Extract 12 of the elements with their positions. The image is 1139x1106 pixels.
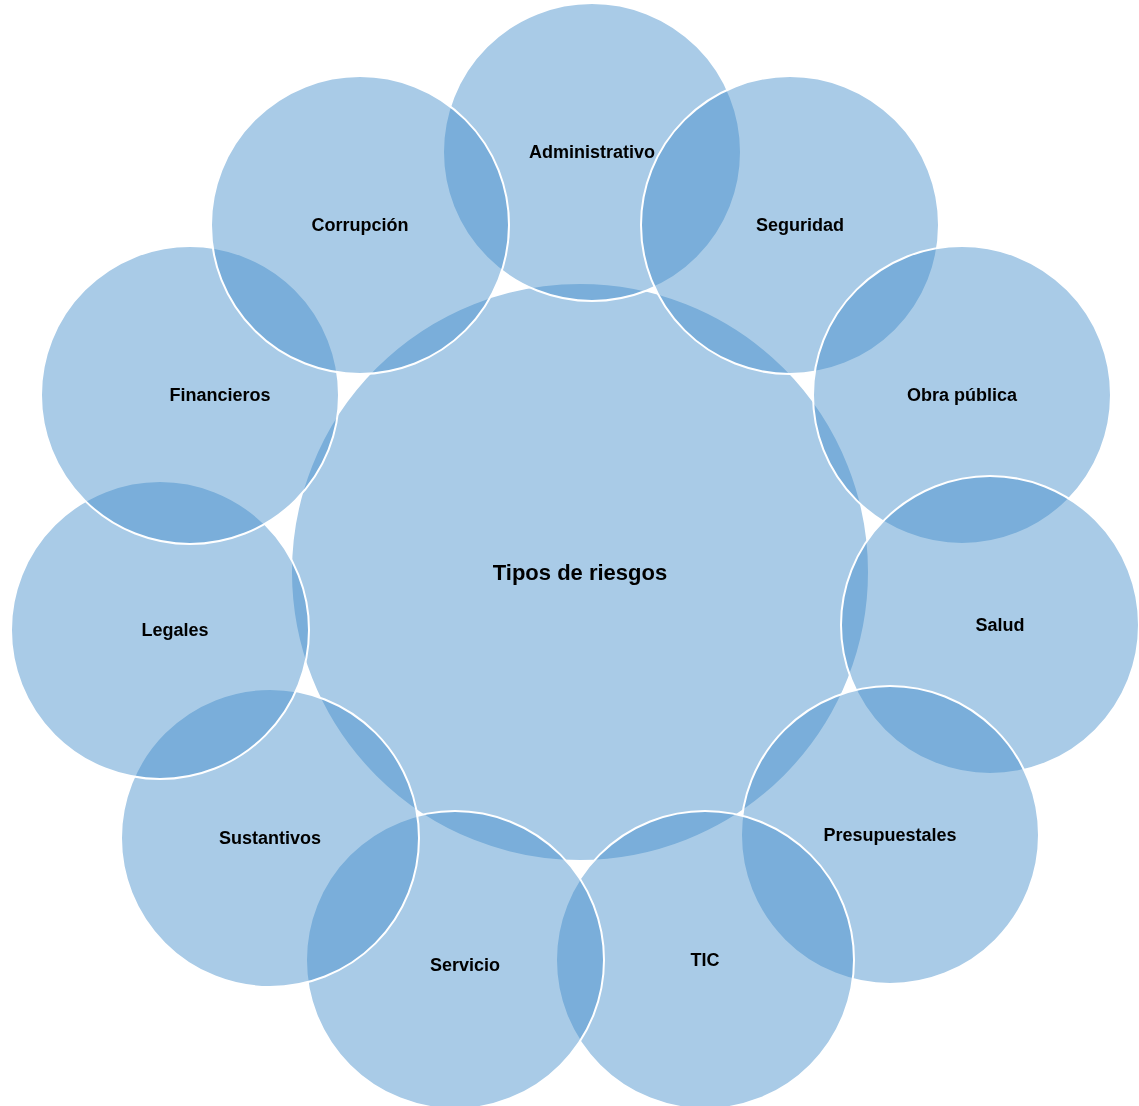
circle-label: Servicio — [429, 953, 500, 977]
circle-label: Legales — [141, 618, 209, 642]
circle-label: Obra pública — [907, 383, 1017, 407]
circle-label: TIC — [690, 948, 720, 972]
circle-label: Corrupción — [311, 213, 409, 237]
circle-label: Administrativo — [529, 140, 655, 164]
circle-label: Tipos de riesgos — [492, 558, 668, 587]
circle-label: Presupuestales — [823, 823, 957, 847]
circle-label: Seguridad — [756, 213, 844, 237]
circle-label: Financieros — [169, 383, 271, 407]
circle-label: Salud — [975, 613, 1025, 637]
circle-label: Sustantivos — [219, 826, 321, 850]
